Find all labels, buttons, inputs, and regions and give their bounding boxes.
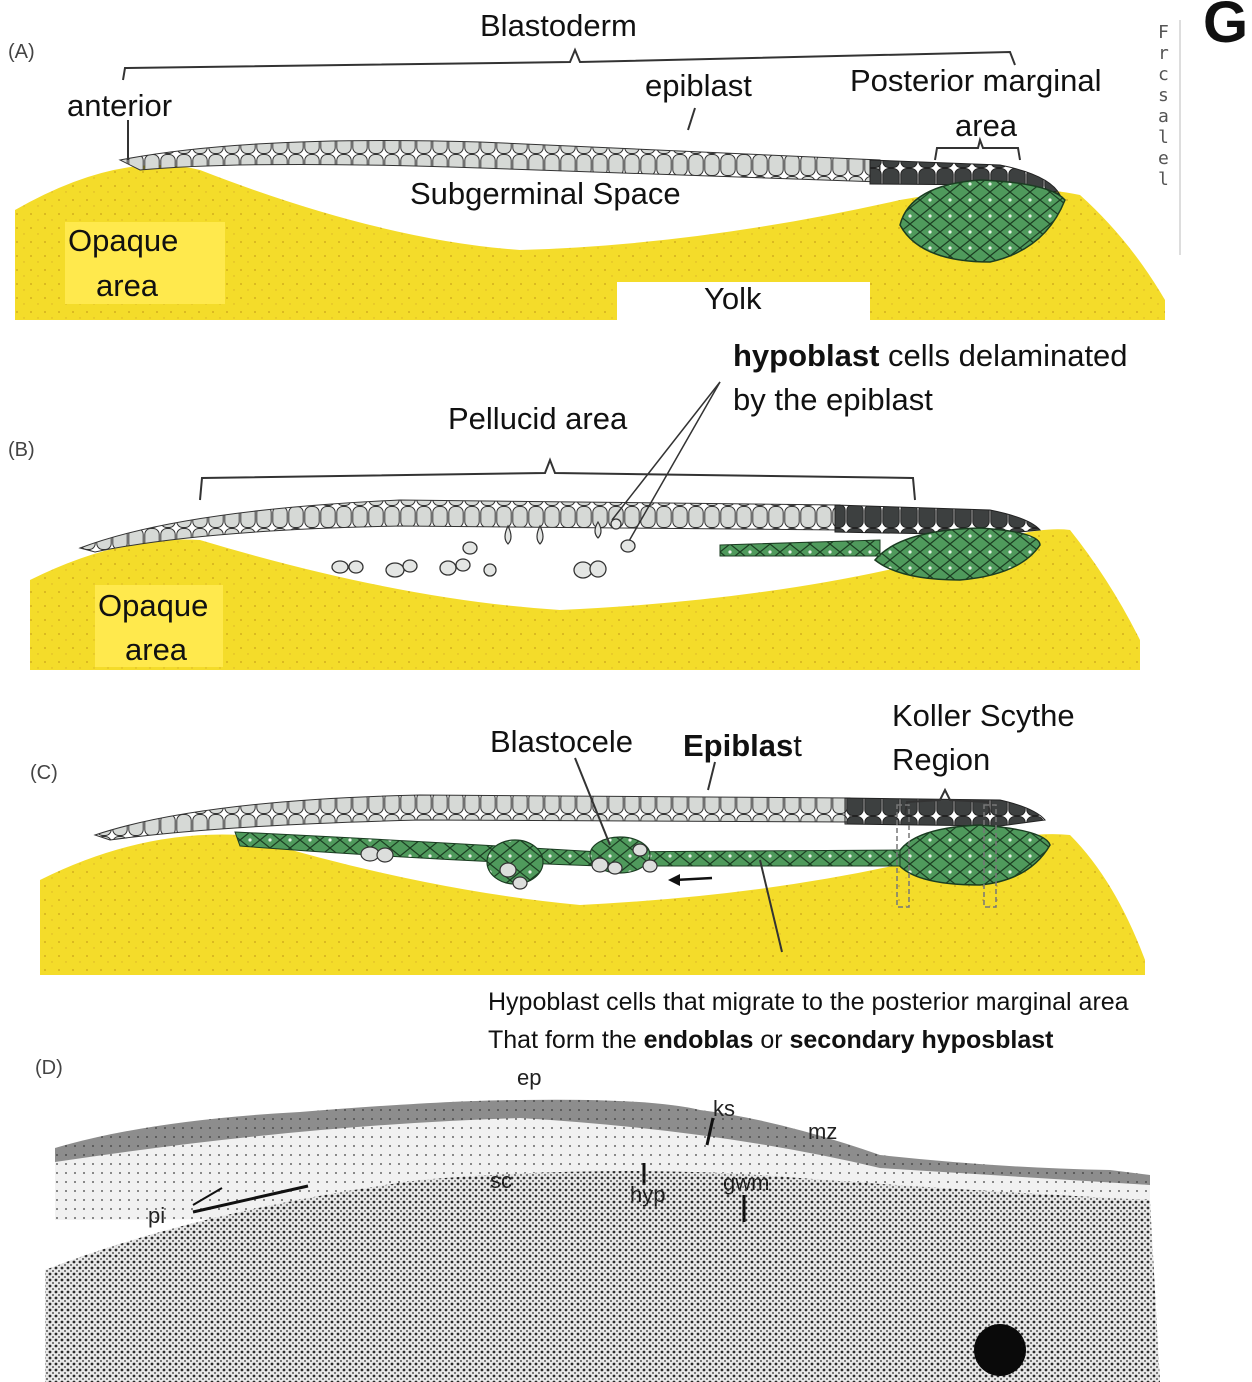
sidebar-char: F [1158,22,1178,43]
epiblast-bold: Epiblas [683,728,793,763]
epiblast-rest: t [793,728,802,763]
migration-arrow-c [675,878,712,880]
sidebar-char: r [1158,43,1178,64]
panel-b-tag: (B) [8,440,35,460]
epiblast-layer-c [95,795,850,840]
epiblast-pointer-a [688,108,695,130]
sidebar-char: l [1158,169,1178,190]
pellucid-area-label: Pellucid area [448,403,627,434]
micrograph-dark-body [974,1324,1026,1376]
opaque-area-label-b-1: Opaque [98,590,208,621]
panel-c-tag: (C) [30,763,58,783]
epiblast-label-c: Epiblast [683,730,802,761]
panel-a-tag: (A) [8,42,35,62]
blastocele-label: Blastocele [490,726,633,757]
sidebar-char: e [1158,148,1178,169]
migration-arrowhead-c [668,874,680,886]
sidebar-char: a [1158,106,1178,127]
panel-d-micrograph [45,1100,1160,1382]
blastoderm-label: Blastoderm [480,10,637,41]
yolk-label: Yolk [704,283,761,314]
pi-label: pi [148,1205,165,1227]
posterior-marginal-label-1: Posterior marginal [850,65,1102,96]
caption-secondary-hypoblast: secondary hyposblast [790,1026,1054,1054]
hyp-label: hyp [630,1184,665,1206]
hypoblast-pointer-1-b [612,382,720,520]
hypoblast-strand-b [720,540,880,556]
ks-label: ks [713,1098,735,1120]
sc-label: sc [490,1170,512,1192]
koller-scythe-label-2: Region [892,744,990,775]
hypoblast-rest: cells delaminated [879,338,1127,373]
caption-part-c: or [753,1026,789,1054]
migrating-hypoblast-caption-1: Hypoblast cells that migrate to the post… [488,990,1129,1015]
corner-letter: G [1203,0,1248,52]
mz-label: mz [808,1121,837,1143]
hypoblast-sheet-c [235,832,900,866]
sidebar-fragment: F r c s a l e l [1158,22,1178,190]
opaque-area-label-b-2: area [125,634,187,665]
hypoblast-delaminated-label-2: by the epiblast [733,384,933,415]
subgerminal-space-label: Subgerminal Space [410,178,681,209]
sidebar-char: s [1158,85,1178,106]
migrating-hypoblast-caption-2: That form the endoblas or secondary hypo… [488,1028,1053,1053]
hypoblast-bold: hypoblast [733,338,879,373]
pellucid-bracket-b [200,460,915,500]
opaque-area-label-a-1: Opaque [68,225,178,256]
caption-part-a: That form the [488,1026,644,1054]
caption-endoblas: endoblas [644,1026,754,1054]
koller-scythe-label-1: Koller Scythe [892,700,1075,731]
sidebar-char: c [1158,64,1178,85]
anterior-label: anterior [67,90,172,121]
gwm-label: gwm [723,1172,769,1194]
posterior-marginal-label-2: area [955,110,1017,141]
sidebar-char: l [1158,127,1178,148]
opaque-area-label-a-2: area [96,270,158,301]
panel-c-drawing [40,758,1145,975]
hypoblast-delaminated-label-1: hypoblast cells delaminated [733,340,1128,371]
epiblast-label-a: epiblast [645,70,752,101]
panel-d-tag: (D) [35,1058,63,1078]
epiblast-pointer-c [708,762,715,790]
posterior-bracket-a [935,140,1020,160]
posterior-marginal-cells-c [845,798,1045,826]
ep-label: ep [517,1067,541,1089]
